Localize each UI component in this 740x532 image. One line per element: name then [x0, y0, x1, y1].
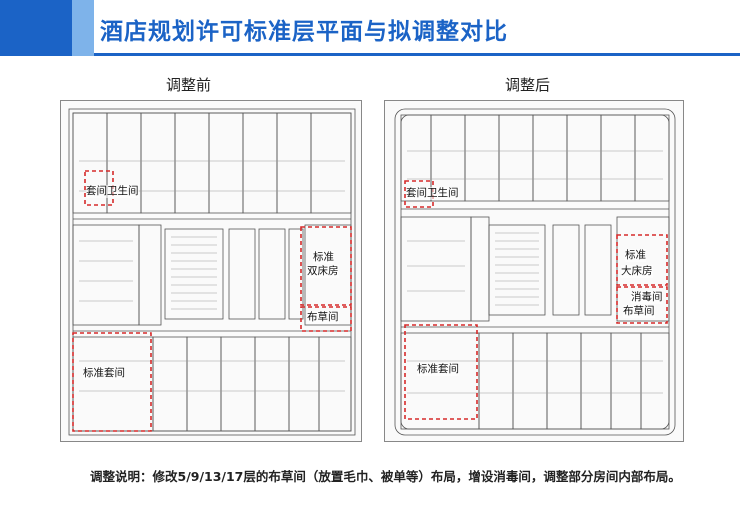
floor-plan-after-drawing	[394, 108, 676, 436]
room-tag-king-room: 大床房	[621, 265, 653, 279]
floor-plan-before-drawing	[68, 108, 356, 436]
room-tag-standard-suite: 标准套间	[83, 367, 125, 381]
page-title: 酒店规划许可标准层平面与拟调整对比	[100, 19, 508, 45]
room-tag-linen-room: 布草间	[623, 305, 655, 319]
panel-label-before: 调整前	[166, 76, 212, 94]
room-tag-standard: 标准	[313, 251, 334, 265]
floor-plan-after: 套间卫生间 标准 大床房 消毒间 布草间 标准套间	[384, 100, 684, 442]
header-bar: 酒店规划许可标准层平面与拟调整对比	[0, 0, 740, 56]
room-tag-disinfection-room: 消毒间	[631, 291, 663, 305]
room-tag-linen-room: 布草间	[307, 311, 339, 325]
panel-label-after: 调整后	[505, 76, 551, 94]
header-accent	[0, 0, 72, 56]
room-tag-twin-room: 双床房	[307, 265, 339, 279]
floor-plan-before: 套间卫生间 标准 双床房 布草间 标准套间	[60, 100, 362, 442]
room-tag-suite-bathroom: 套间卫生间	[86, 185, 139, 199]
room-tag-suite-bathroom: 套间卫生间	[406, 187, 459, 201]
adjustment-note: 调整说明：修改5/9/13/17层的布草间（放置毛巾、被单等）布局，增设消毒间，…	[90, 469, 681, 484]
header-rule	[94, 53, 740, 56]
room-tag-standard: 标准	[625, 249, 646, 263]
header-accent-light	[72, 0, 94, 56]
room-tag-standard-suite: 标准套间	[417, 363, 459, 377]
